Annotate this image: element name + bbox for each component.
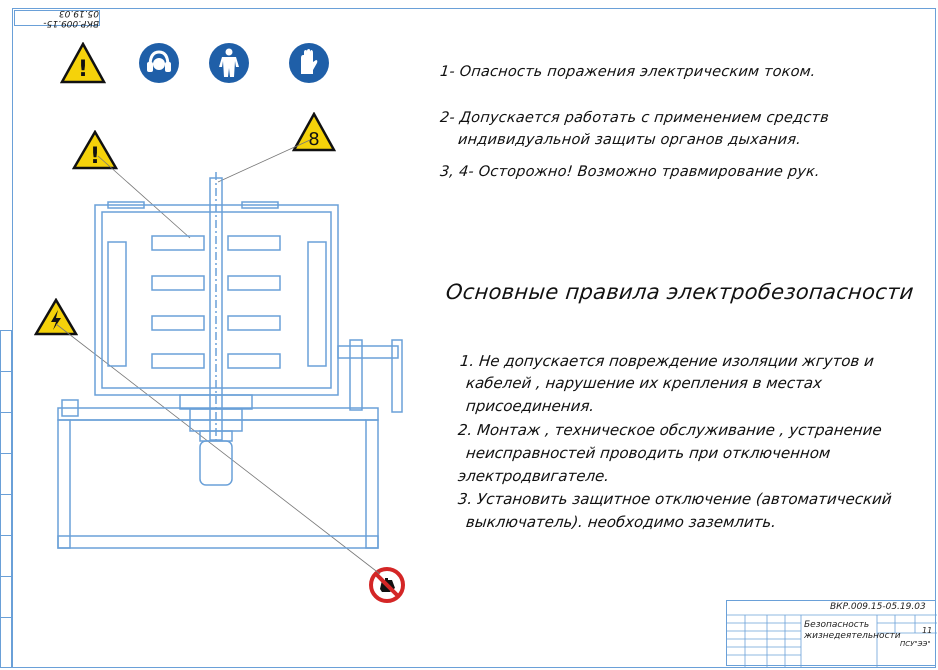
protective-clothing-icon xyxy=(209,43,249,83)
safety-note-2-cont: индивидуальной защиты органов дыхания. xyxy=(457,132,802,148)
safety-note-3: 3, 4- Осторожно! Возможно травмирование … xyxy=(439,164,821,180)
drawing-frame xyxy=(12,8,936,668)
rule-line-2: кабелей , нарушение их крепления в места… xyxy=(465,374,823,392)
rule-line-1: 1. Не допускается повреждение изоляции ж… xyxy=(459,352,875,370)
warning-sign-left: ! xyxy=(72,130,118,170)
title-block-name: Безопасность жизнедеятельности xyxy=(804,620,901,642)
rule-line-8: выключатель). необходимо заземлить. xyxy=(465,513,778,531)
rule-line-3: присоединения. xyxy=(465,397,596,415)
title-block-group: ПСУ"ЭЭ" xyxy=(900,640,931,648)
svg-text:!: ! xyxy=(78,57,88,82)
rule-line-5: неисправностей проводить при отключенном xyxy=(465,444,832,462)
rule-line-4: 2. Монтаж , техническое обслуживание , у… xyxy=(457,421,883,439)
title-block-sheet: 11 xyxy=(922,626,933,635)
title-block-code: ВКР.009.15-05.19.03 xyxy=(830,602,926,612)
svg-text:!: ! xyxy=(90,144,100,169)
ear-protection-icon xyxy=(139,43,179,83)
safety-note-1: 1- Опасность поражения электрическим ток… xyxy=(439,64,817,80)
title-block xyxy=(726,600,937,667)
warning-sign-top: ! xyxy=(60,42,106,84)
svg-text:8: 8 xyxy=(308,129,319,150)
title-block-name-line1: Безопасность xyxy=(804,620,870,630)
rule-line-6: электродвигателе. xyxy=(457,467,611,485)
gloves-icon xyxy=(289,43,329,83)
hand-injury-warning-icon: 8 xyxy=(292,112,336,152)
title-block-name-line2: жизнедеятельности xyxy=(804,631,901,641)
rule-line-7: 3. Установить защитное отключение (автом… xyxy=(457,490,893,508)
electrical-hazard-icon xyxy=(34,298,78,336)
section-heading: Основные правила электробезопасности xyxy=(444,280,915,304)
no-hands-prohibition-icon xyxy=(369,567,405,603)
side-strip xyxy=(0,330,12,668)
safety-note-2: 2- Допускается работать с применением ср… xyxy=(439,110,830,126)
